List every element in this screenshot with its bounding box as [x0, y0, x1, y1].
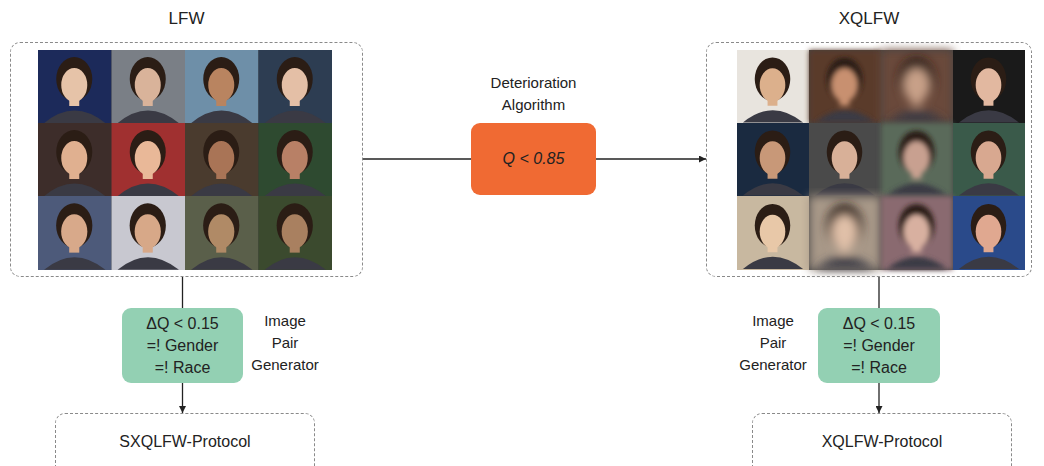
box-label: XQLFW-Protocol	[822, 431, 943, 453]
connector-line	[182, 277, 183, 308]
box-content: XQLFW-Protocol	[753, 414, 1011, 466]
box-heading: XQLFW	[707, 8, 1031, 30]
box-content: SXQLFW-Protocol	[56, 414, 314, 466]
protocol-box: XQLFW-Protocol	[752, 413, 1012, 466]
pair-generator-box: ΔQ < 0.15=! Gender=! RaceImage Pair Gene…	[818, 308, 940, 383]
dataset-box: XQLFW	[706, 42, 1032, 277]
box-label: =! Race	[851, 357, 907, 379]
box-label: =! Gender	[147, 335, 219, 357]
box-content: ΔQ < 0.15=! Gender=! Race	[122, 308, 243, 383]
lfw-photos	[38, 50, 332, 270]
xqlfw-photos	[737, 50, 1025, 270]
algorithm-box: Q < 0.85Deterioration Algorithm	[471, 123, 596, 195]
box-heading: Image Pair Generator	[250, 310, 320, 376]
box-label: =! Gender	[843, 335, 915, 357]
dataset-box: LFW	[10, 42, 363, 277]
connector-line	[878, 277, 879, 308]
connector-arrow	[596, 158, 706, 159]
box-label: =! Race	[155, 357, 211, 379]
box-label: ΔQ < 0.15	[843, 313, 916, 335]
box-content	[707, 43, 1031, 276]
connector-arrow	[878, 383, 879, 413]
connector-line	[363, 158, 471, 159]
box-label: Q < 0.85	[503, 148, 565, 170]
connector-arrow	[182, 383, 183, 413]
box-content	[11, 43, 362, 276]
box-content: ΔQ < 0.15=! Gender=! Race	[818, 308, 940, 383]
pair-generator-box: ΔQ < 0.15=! Gender=! RaceImage Pair Gene…	[122, 308, 243, 383]
protocol-box: SXQLFW-Protocol	[55, 413, 315, 466]
box-label: SXQLFW-Protocol	[119, 431, 250, 453]
box-heading: Image Pair Generator	[738, 310, 808, 376]
box-heading: Deterioration Algorithm	[466, 72, 601, 116]
box-heading: LFW	[11, 8, 362, 30]
box-label: ΔQ < 0.15	[146, 313, 219, 335]
box-content: Q < 0.85	[471, 123, 596, 195]
